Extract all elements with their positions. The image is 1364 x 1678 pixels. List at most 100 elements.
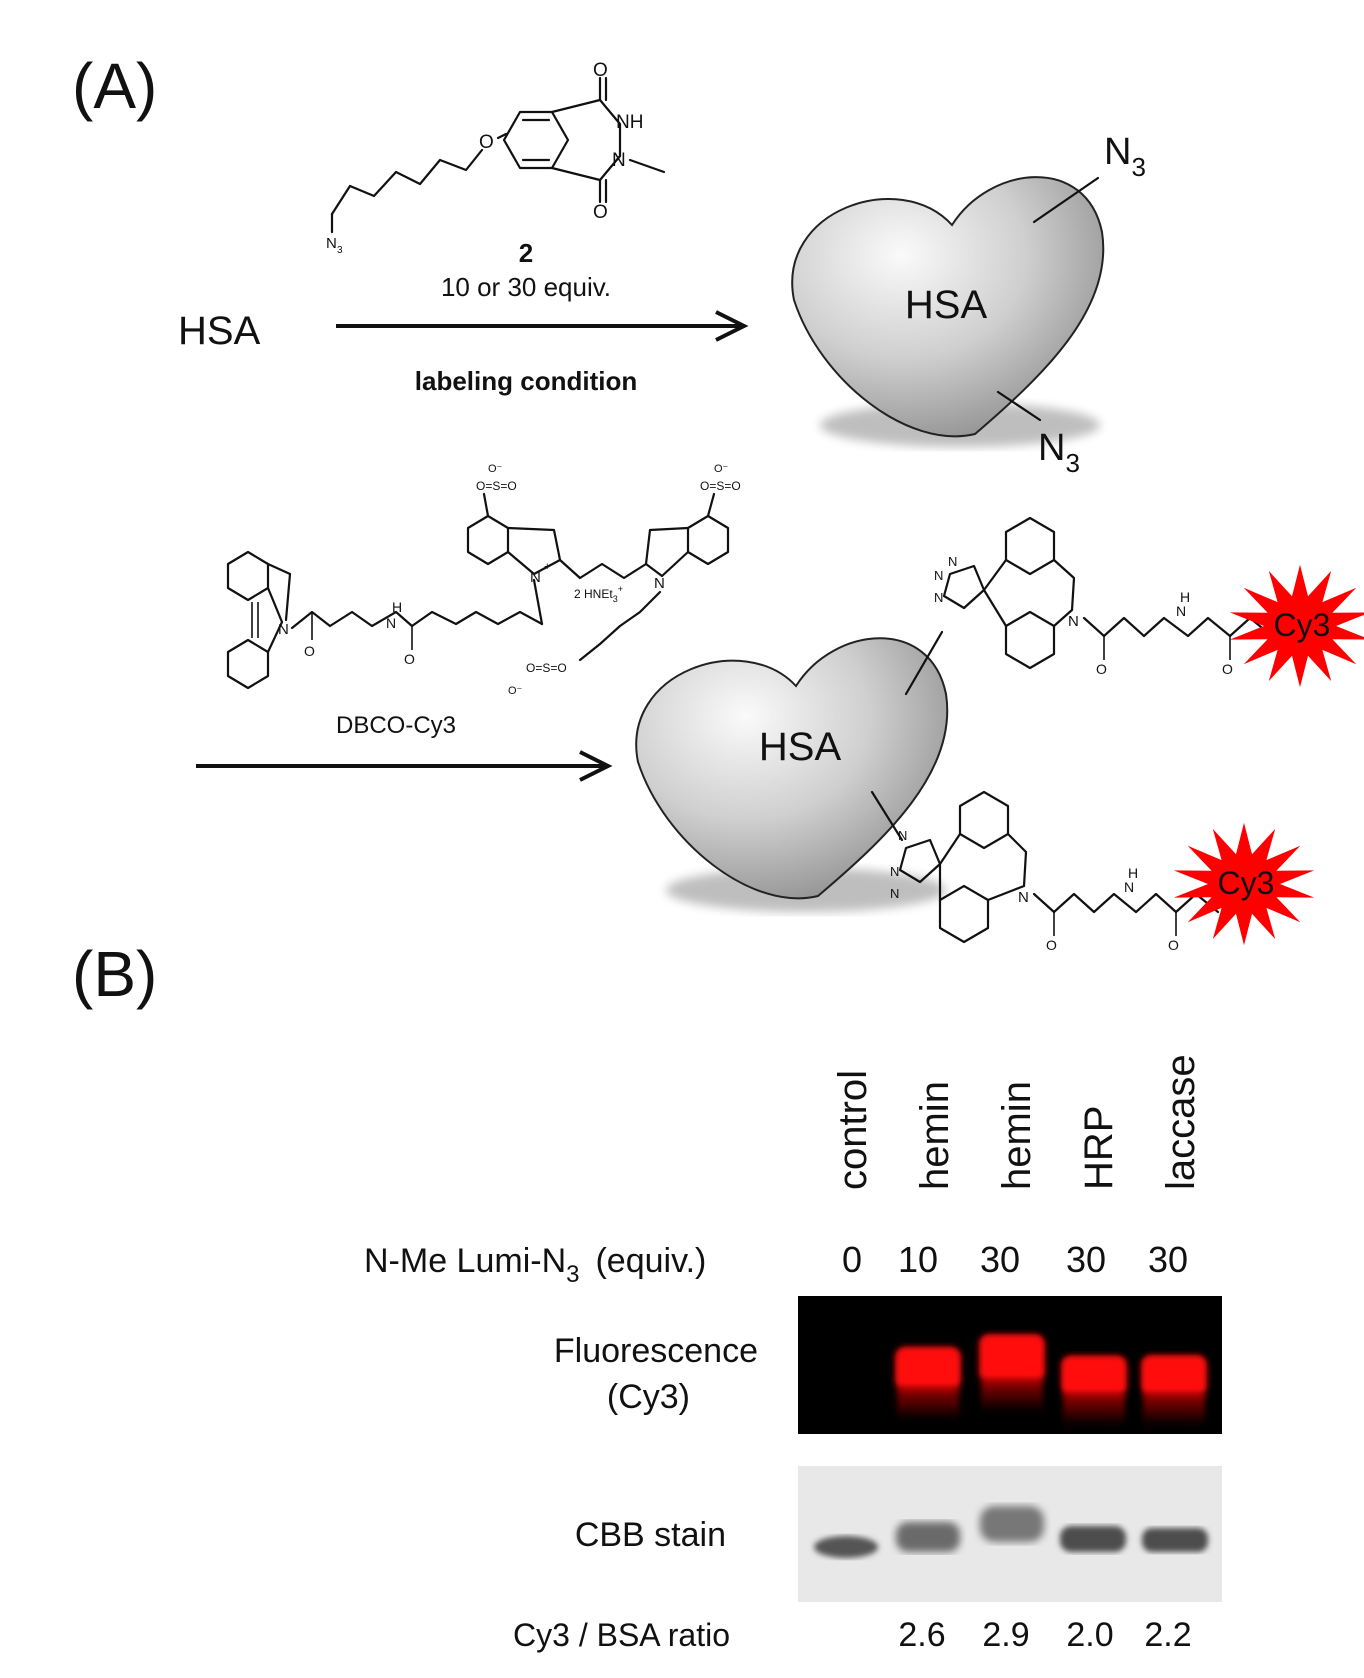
- ratio-values: 2.6 2.9 2.0 2.2: [898, 1616, 1191, 1654]
- cbb-band-4: [1060, 1526, 1126, 1552]
- svg-text:O: O: [1168, 937, 1179, 953]
- atom-azide-n3: N: [326, 235, 337, 252]
- svg-text:H: H: [1128, 865, 1138, 881]
- dbco-cy3-label: DBCO-Cy3: [336, 712, 456, 739]
- labeling-condition: labeling condition: [415, 366, 637, 396]
- svg-text:N: N: [530, 569, 541, 586]
- fluorescence-label-2: (Cy3): [607, 1378, 690, 1416]
- lane-label-3: hemin: [995, 1081, 1039, 1190]
- fluorescence-smear-4: [1063, 1392, 1125, 1426]
- fluorescence-smear-3: [981, 1378, 1043, 1412]
- cy3-star-upper: Cy3: [1229, 564, 1364, 688]
- equiv-value-3: 30: [980, 1239, 1020, 1280]
- svg-text:N: N: [1176, 603, 1186, 619]
- cbb-band-3: [980, 1506, 1044, 1542]
- svg-text:N: N: [1124, 879, 1134, 895]
- cbb-band-2: [896, 1522, 960, 1552]
- equiv-value-4: 30: [1066, 1239, 1106, 1280]
- svg-text:O=S=O: O=S=O: [700, 479, 741, 493]
- svg-text:O: O: [1046, 937, 1057, 953]
- lane-label-4: HRP: [1077, 1106, 1121, 1190]
- atom-ether-o: O: [479, 132, 494, 153]
- ratio-value-5: 2.2: [1144, 1616, 1191, 1654]
- lane-label-5: laccase: [1159, 1054, 1203, 1190]
- svg-text:N: N: [654, 575, 665, 592]
- counterion: 2 HNEt3+: [574, 584, 623, 604]
- atom-carbonyl-o-top: O: [593, 60, 608, 81]
- hsa-heart-azide: HSA N3 N3: [791, 131, 1146, 478]
- reagent-2-structure: O O NH N O N 3: [326, 60, 666, 256]
- dbco-cy3-structure: N O H N O N + O=S=O O⁻ N O=S=O O⁻: [226, 463, 741, 697]
- fluorescence-gel: [798, 1296, 1222, 1434]
- ratio-value-3: 2.9: [982, 1616, 1029, 1654]
- atom-carbonyl-o-bottom: O: [593, 202, 608, 223]
- svg-text:N: N: [948, 554, 957, 569]
- svg-text:O⁻: O⁻: [714, 463, 729, 475]
- fluorescence-label-1: Fluorescence: [554, 1332, 758, 1370]
- cbb-gel: [798, 1466, 1222, 1602]
- triazole-linker-lower: N N N N O H N O: [890, 790, 1220, 953]
- lane-label-2: hemin: [913, 1081, 957, 1190]
- fluorescence-band-3: [979, 1334, 1045, 1382]
- svg-text:H: H: [392, 599, 402, 615]
- svg-text:O=S=O: O=S=O: [476, 479, 517, 493]
- svg-text:N: N: [1018, 889, 1029, 906]
- svg-text:O: O: [304, 643, 315, 659]
- svg-text:O: O: [404, 651, 415, 667]
- cy3-tag-lower: Cy3: [1218, 865, 1275, 901]
- cy3-star-lower: Cy3: [1173, 822, 1315, 946]
- svg-text:N: N: [386, 615, 396, 631]
- fluorescence-bands: [895, 1334, 1207, 1426]
- hsa-heart-labeled: HSA: [635, 630, 949, 912]
- ratio-value-4: 2.0: [1066, 1616, 1113, 1654]
- svg-text:O: O: [1096, 661, 1107, 677]
- equiv-value-5: 30: [1148, 1239, 1188, 1280]
- lane-labels: control hemin hemin HRP laccase: [831, 1054, 1203, 1190]
- svg-text:N: N: [1068, 613, 1079, 630]
- reagent-number: 2: [519, 238, 533, 268]
- fluorescence-smear-2: [897, 1386, 959, 1420]
- cbb-band-5: [1142, 1528, 1208, 1552]
- svg-text:N: N: [898, 828, 907, 843]
- reactant-hsa: HSA: [178, 309, 261, 353]
- cbb-band-1: [814, 1536, 878, 1558]
- svg-text:O⁻: O⁻: [488, 463, 503, 475]
- svg-text:O⁻: O⁻: [508, 685, 523, 697]
- svg-text:O: O: [1222, 661, 1233, 677]
- svg-text:N: N: [934, 590, 943, 605]
- azide-top: N3: [1104, 131, 1146, 182]
- triazole-linker-upper: N N N N O H N O: [934, 516, 1274, 677]
- reagent-equiv: 10 or 30 equiv.: [441, 272, 611, 302]
- svg-text:3: 3: [337, 245, 343, 256]
- azide-bottom: N3: [1038, 427, 1080, 478]
- svg-text:+: +: [544, 561, 550, 573]
- panel-b: (B) control hemin hemin HRP laccase N-Me…: [72, 938, 1222, 1654]
- equiv-values: 0 10 30 30 30: [842, 1239, 1188, 1280]
- lane-label-1: control: [831, 1070, 875, 1190]
- product-hsa-label: HSA: [905, 283, 988, 327]
- equiv-value-2: 10: [898, 1239, 938, 1280]
- equiv-row-label: N-Me Lumi-N3(equiv.): [364, 1242, 706, 1288]
- svg-text:N: N: [890, 886, 899, 901]
- fluorescence-smear-5: [1143, 1392, 1205, 1426]
- fluorescence-band-2: [895, 1346, 961, 1390]
- svg-text:N: N: [278, 621, 289, 638]
- reaction-arrow-2: [196, 750, 613, 782]
- reaction-arrow-1: [336, 310, 749, 342]
- ratio-label: Cy3 / BSA ratio: [513, 1617, 730, 1653]
- ratio-value-2: 2.6: [898, 1616, 945, 1654]
- equiv-value-1: 0: [842, 1239, 862, 1280]
- atom-n: N: [612, 150, 626, 171]
- svg-text:O=S=O: O=S=O: [526, 661, 567, 675]
- svg-text:N: N: [890, 864, 899, 879]
- fluorescence-band-4: [1061, 1355, 1127, 1396]
- final-hsa-label: HSA: [759, 725, 842, 769]
- fluorescence-band-5: [1141, 1354, 1207, 1396]
- panel-b-label: (B): [72, 938, 157, 1010]
- svg-text:N: N: [934, 568, 943, 583]
- cbb-label: CBB stain: [575, 1516, 726, 1554]
- panel-a: (A) O O NH N O N 3 2: [72, 50, 1364, 953]
- svg-text:H: H: [1180, 589, 1190, 605]
- atom-nh: NH: [616, 112, 643, 133]
